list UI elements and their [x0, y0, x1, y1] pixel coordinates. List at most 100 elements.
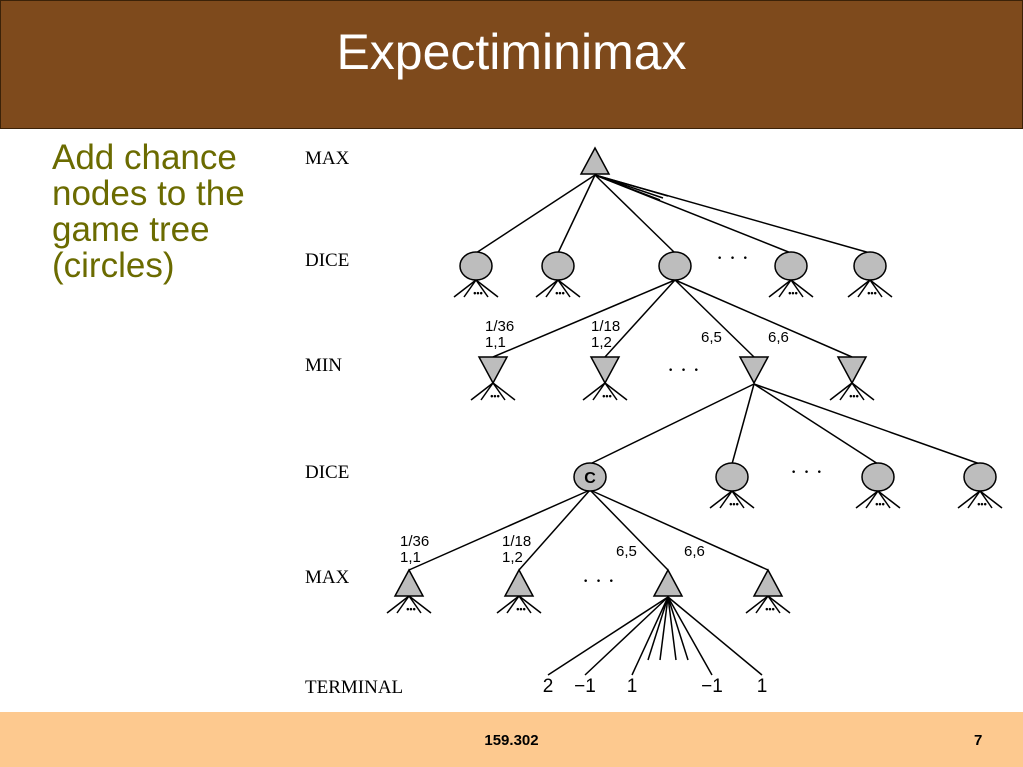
page-number: 7 [974, 732, 983, 749]
stub-ellipsis: ••• [788, 288, 797, 298]
edge-roll-label: 1,1 [485, 334, 506, 351]
stub-edge [847, 279, 871, 298]
chance-node [853, 251, 887, 281]
stub-edge [408, 595, 422, 614]
ellipsis: · · · [790, 459, 823, 484]
terminal-value: 1 [627, 676, 638, 697]
leaf-stubs: ••••••••••••••••••••••••••••••••••••••• [386, 279, 1003, 614]
stub-edge [557, 279, 581, 298]
stub-ellipsis: ••• [977, 499, 986, 509]
stub-ellipsis: ••• [765, 604, 774, 614]
level-label-max: MAX [305, 148, 350, 169]
chance-node [459, 251, 493, 281]
stub-edge [979, 490, 993, 509]
edge-prob-label: 1/36 [485, 318, 514, 335]
stub-edge [518, 595, 532, 614]
edge-roll-label: 6,6 [768, 329, 789, 346]
min-node [738, 356, 770, 385]
stub-edge [492, 382, 506, 401]
stub-edge [979, 490, 1003, 509]
stub-ellipsis: ••• [875, 499, 884, 509]
stub-edge [877, 490, 891, 509]
min-node [477, 356, 509, 385]
expectiminimax-tree: MAX DICE MIN DICE MAX TERMINAL [305, 146, 1003, 698]
slide-title: Expectiminimax [336, 24, 687, 80]
stub-ellipsis: ••• [729, 499, 738, 509]
chance-node-label: C [584, 470, 596, 487]
stub-edge [855, 490, 879, 509]
terminal-value: 1 [757, 676, 768, 697]
stub-edge [518, 595, 542, 614]
max-level-2 [393, 568, 784, 597]
footer-bar: 159.302 7 [0, 712, 1023, 767]
edge-roll-label: 6,5 [701, 329, 722, 346]
stub-edge [396, 595, 410, 614]
terminal-value: −1 [701, 676, 723, 697]
stub-edge [408, 595, 432, 614]
max-node [393, 568, 425, 597]
title-bar: Expectiminimax [0, 0, 1023, 129]
terminal-value: 2 [543, 676, 554, 697]
edge-labels-1: 1/36 1,1 1/18 1,2 6,5 6,6 [485, 318, 789, 351]
stub-ellipsis: ••• [555, 288, 564, 298]
max-node [752, 568, 784, 597]
edge-roll-label: 6,5 [616, 543, 637, 560]
level-label-dice: DICE [305, 250, 349, 271]
stub-edge [778, 279, 792, 298]
ellipsis: · · · [667, 357, 700, 382]
course-code: 159.302 [484, 732, 539, 749]
chance-node [541, 251, 575, 281]
edge-roll-label: 6,6 [684, 543, 705, 560]
edge-roll-label: 1,2 [591, 334, 612, 351]
stub-ellipsis: ••• [490, 391, 499, 401]
chance-node-c [573, 462, 607, 492]
max-node [503, 568, 535, 597]
ellipsis: · · · [716, 245, 749, 270]
edges-min-dice [589, 383, 981, 465]
chance-node [861, 462, 895, 492]
stub-ellipsis: ••• [849, 391, 858, 401]
edge-prob-label: 1/36 [400, 533, 429, 550]
min-node [836, 356, 868, 385]
stub-edge [592, 382, 606, 401]
stub-edge [857, 279, 871, 298]
stub-edge [829, 382, 853, 401]
stub-ellipsis: ••• [473, 288, 482, 298]
edges-root-dice [475, 174, 871, 254]
stub-edge [851, 382, 865, 401]
stub-edge [731, 490, 755, 509]
stub-edge [768, 279, 792, 298]
min-node [589, 356, 621, 385]
edge-prob-label: 1/18 [502, 533, 531, 550]
stub-ellipsis: ••• [867, 288, 876, 298]
stub-edge [545, 279, 559, 298]
stub-edge [865, 490, 879, 509]
stub-edge [767, 595, 791, 614]
chance-node [963, 462, 997, 492]
stub-edge [745, 595, 769, 614]
stub-edge [604, 382, 628, 401]
level-label-min: MIN [305, 355, 342, 376]
stub-ellipsis: ••• [602, 391, 611, 401]
stub-edge [386, 595, 410, 614]
stub-edge [719, 490, 733, 509]
stub-edge [869, 279, 883, 298]
stub-edge [506, 595, 520, 614]
stub-edge [453, 279, 477, 298]
edges-dice-max [408, 489, 769, 571]
stub-edge [470, 382, 494, 401]
level-label-max: MAX [305, 567, 350, 588]
stub-edge [709, 490, 733, 509]
edge-prob-label: 1/18 [591, 318, 620, 335]
stub-edge [582, 382, 606, 401]
stub-ellipsis: ••• [406, 604, 415, 614]
stub-edge [475, 279, 489, 298]
stub-edge [480, 382, 494, 401]
chance-node [715, 462, 749, 492]
stub-edge [767, 595, 781, 614]
stub-edge [492, 382, 516, 401]
max-node [652, 568, 684, 597]
dice-level-1 [459, 251, 887, 281]
stub-edge [557, 279, 571, 298]
stub-edge [463, 279, 477, 298]
